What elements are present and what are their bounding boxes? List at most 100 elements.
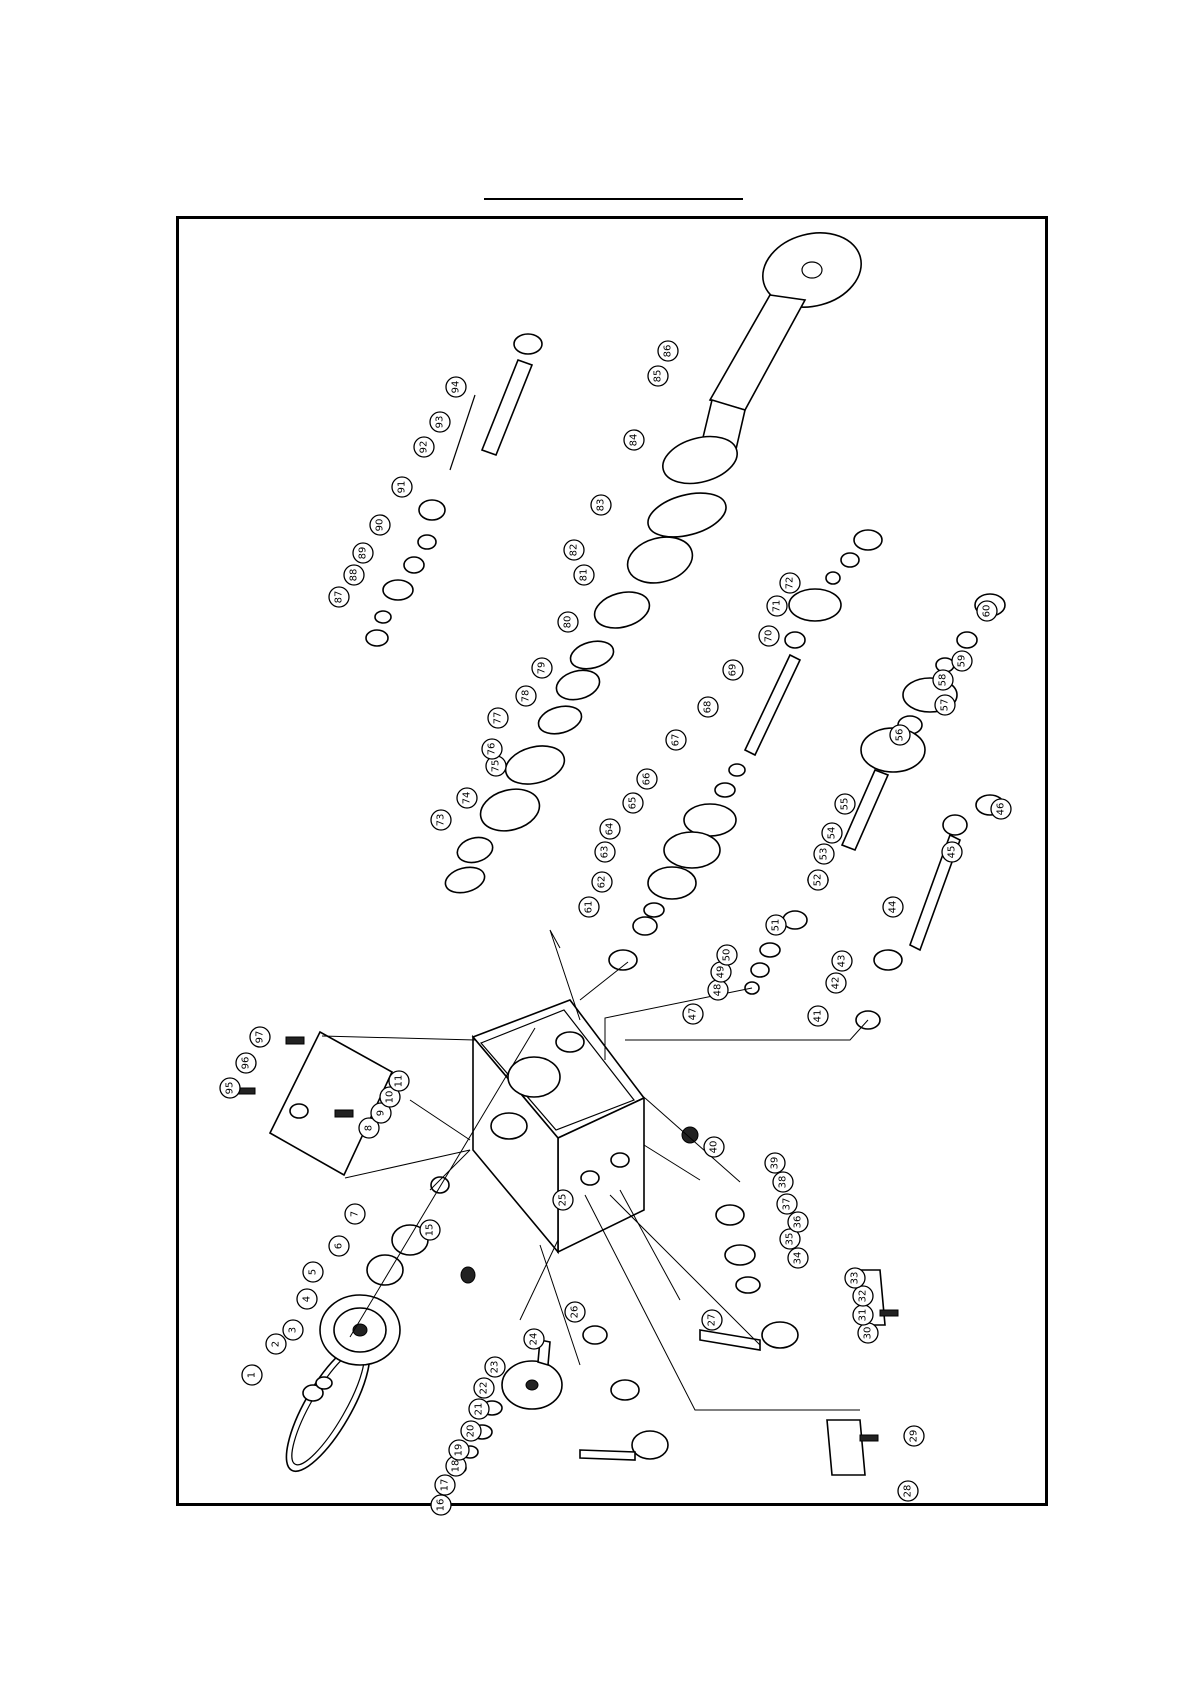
callout-number: 60 — [982, 605, 993, 618]
callout-84: 84 — [624, 430, 644, 450]
callout-number: 89 — [358, 547, 369, 560]
callout-number: 24 — [529, 1333, 540, 1346]
callout-97: 97 — [250, 1027, 270, 1047]
callout-number: 61 — [584, 901, 595, 914]
callout-78: 78 — [516, 686, 536, 706]
callout-91: 91 — [392, 477, 412, 497]
callout-number: 68 — [703, 701, 714, 714]
callout-68: 68 — [698, 697, 718, 717]
callout-29: 29 — [904, 1426, 924, 1446]
callout-number: 15 — [425, 1224, 436, 1237]
callout-number: 1 — [247, 1372, 258, 1378]
callout-81: 81 — [574, 565, 594, 585]
callout-number: 92 — [419, 441, 430, 454]
motor-pulley — [303, 1177, 449, 1401]
callout-number: 7 — [350, 1211, 361, 1217]
callout-83: 83 — [591, 495, 611, 515]
callout-number: 73 — [436, 814, 447, 827]
callout-51: 51 — [766, 915, 786, 935]
callout-24: 24 — [524, 1329, 544, 1349]
callout-86: 86 — [658, 341, 678, 361]
callout-number: 62 — [597, 876, 608, 889]
callout-number: 26 — [570, 1306, 581, 1319]
callout-number: 53 — [819, 848, 830, 861]
callout-48: 48 — [708, 980, 728, 1000]
callout-number: 42 — [831, 977, 842, 990]
callout-37: 37 — [777, 1194, 797, 1214]
callout-number: 67 — [671, 734, 682, 747]
callout-92: 92 — [414, 437, 434, 457]
callout-66: 66 — [637, 769, 657, 789]
callout-33: 33 — [845, 1268, 865, 1288]
callout-57: 57 — [935, 695, 955, 715]
callout-number: 96 — [241, 1057, 252, 1070]
callout-number: 40 — [709, 1141, 720, 1154]
callout-number: 46 — [996, 803, 1007, 816]
callout-number: 69 — [728, 664, 739, 677]
callout-number: 41 — [813, 1010, 824, 1023]
callout-22: 22 — [474, 1378, 494, 1398]
callout-87: 87 — [329, 587, 349, 607]
callout-28: 28 — [898, 1481, 918, 1501]
callout-number: 65 — [628, 797, 639, 810]
callout-90: 90 — [370, 515, 390, 535]
callout-number: 4 — [302, 1296, 313, 1302]
callout-number: 79 — [537, 662, 548, 675]
callout-67: 67 — [666, 730, 686, 750]
callout-number: 25 — [558, 1194, 569, 1207]
callout-number: 20 — [466, 1425, 477, 1438]
callout-number: 64 — [605, 823, 616, 836]
callout-number: 51 — [771, 919, 782, 932]
callout-30: 30 — [858, 1323, 878, 1343]
callout-number: 93 — [435, 416, 446, 429]
callout-4: 4 — [297, 1289, 317, 1309]
callout-2: 2 — [266, 1334, 286, 1354]
callout-number: 6 — [334, 1243, 345, 1249]
callout-number: 71 — [772, 600, 783, 613]
callout-number: 10 — [385, 1091, 396, 1104]
callout-number: 91 — [397, 481, 408, 494]
callout-number: 2 — [271, 1341, 282, 1347]
callout-number: 56 — [895, 729, 906, 742]
callout-63: 63 — [595, 842, 615, 862]
callout-21: 21 — [469, 1399, 489, 1419]
callout-number: 80 — [563, 616, 574, 629]
callout-number: 78 — [521, 690, 532, 703]
callout-19: 19 — [449, 1440, 469, 1460]
callout-39: 39 — [765, 1153, 785, 1173]
callout-number: 59 — [957, 655, 968, 668]
callout-number: 23 — [490, 1361, 501, 1374]
callout-94: 94 — [446, 377, 466, 397]
callout-number: 21 — [474, 1403, 485, 1416]
callout-number: 5 — [308, 1269, 319, 1275]
callout-number: 63 — [600, 846, 611, 859]
callout-60: 60 — [977, 601, 997, 621]
callout-50: 50 — [717, 945, 737, 965]
callout-59: 59 — [952, 651, 972, 671]
callout-62: 62 — [592, 872, 612, 892]
callout-number: 94 — [451, 381, 462, 394]
callout-number: 36 — [793, 1216, 804, 1229]
callout-6: 6 — [329, 1236, 349, 1256]
callout-number: 9 — [376, 1110, 387, 1116]
callout-25: 25 — [553, 1190, 573, 1210]
callout-number: 47 — [688, 1008, 699, 1021]
callout-number: 66 — [642, 773, 653, 786]
callout-31: 31 — [853, 1305, 873, 1325]
callout-number: 58 — [938, 674, 949, 687]
callout-76: 76 — [482, 739, 502, 759]
callout-number: 54 — [827, 827, 838, 840]
callout-number: 43 — [837, 955, 848, 968]
callout-number: 74 — [462, 792, 473, 805]
callout-number: 86 — [663, 345, 674, 358]
callout-53: 53 — [814, 844, 834, 864]
callout-number: 33 — [850, 1272, 861, 1285]
callout-number: 17 — [440, 1479, 451, 1492]
callout-96: 96 — [236, 1053, 256, 1073]
callout-38: 38 — [773, 1172, 793, 1192]
callout-82: 82 — [564, 540, 584, 560]
callout-5: 5 — [303, 1262, 323, 1282]
callout-54: 54 — [822, 823, 842, 843]
callout-43: 43 — [832, 951, 852, 971]
callout-64: 64 — [600, 819, 620, 839]
